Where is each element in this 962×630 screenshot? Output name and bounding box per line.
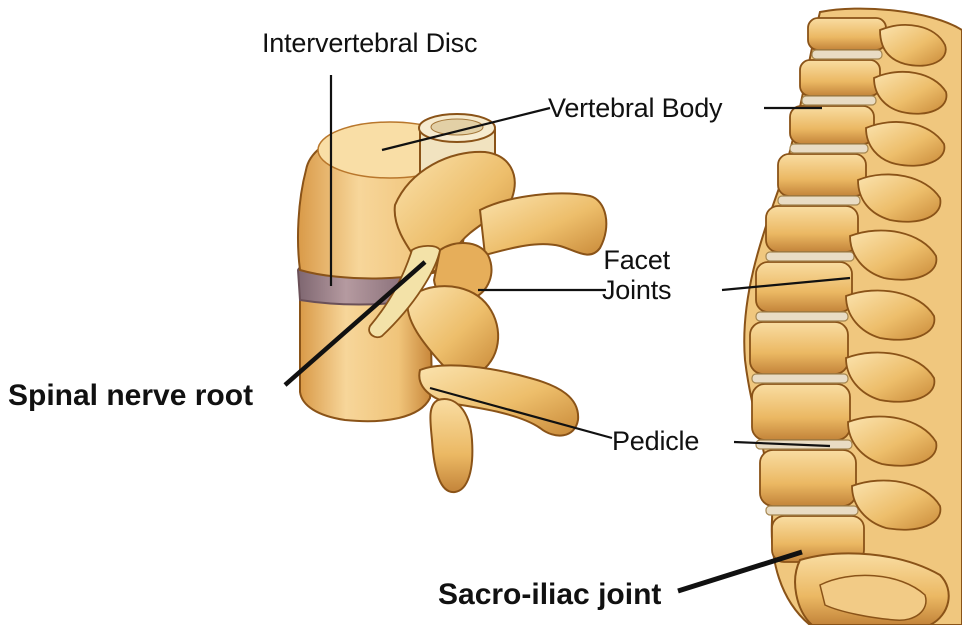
column-disc: [766, 506, 858, 515]
label-facet-line1: Facet: [602, 245, 671, 275]
column-vertebra: [790, 106, 874, 144]
column-vertebra: [808, 18, 886, 50]
label-sacro-iliac-joint: Sacro-iliac joint: [438, 580, 661, 610]
label-vertebral-body: Vertebral Body: [548, 95, 722, 122]
column-vertebra: [800, 60, 880, 96]
column-vertebra: [766, 206, 858, 252]
spinal-column: [744, 9, 962, 625]
column-disc: [752, 374, 848, 383]
isolated-vertebra: [298, 114, 606, 492]
column-vertebra: [750, 322, 848, 374]
column-vertebra: [756, 262, 852, 312]
column-disc: [802, 96, 876, 105]
column-vertebra: [778, 154, 866, 196]
column-disc: [778, 196, 860, 205]
column-vertebra: [760, 450, 856, 506]
column-disc: [790, 144, 868, 153]
spinous-process: [430, 399, 472, 492]
column-vertebra: [752, 384, 850, 440]
column-disc: [766, 252, 854, 261]
label-facet-joints: Facet Joints: [602, 245, 671, 305]
label-facet-line2: Joints: [602, 275, 671, 305]
label-spinal-nerve-root: Spinal nerve root: [8, 381, 253, 411]
column-disc: [812, 50, 882, 59]
label-pedicle: Pedicle: [612, 428, 699, 455]
transverse-process: [480, 194, 606, 255]
column-disc: [756, 312, 848, 321]
label-intervertebral-disc: Intervertebral Disc: [262, 30, 477, 57]
